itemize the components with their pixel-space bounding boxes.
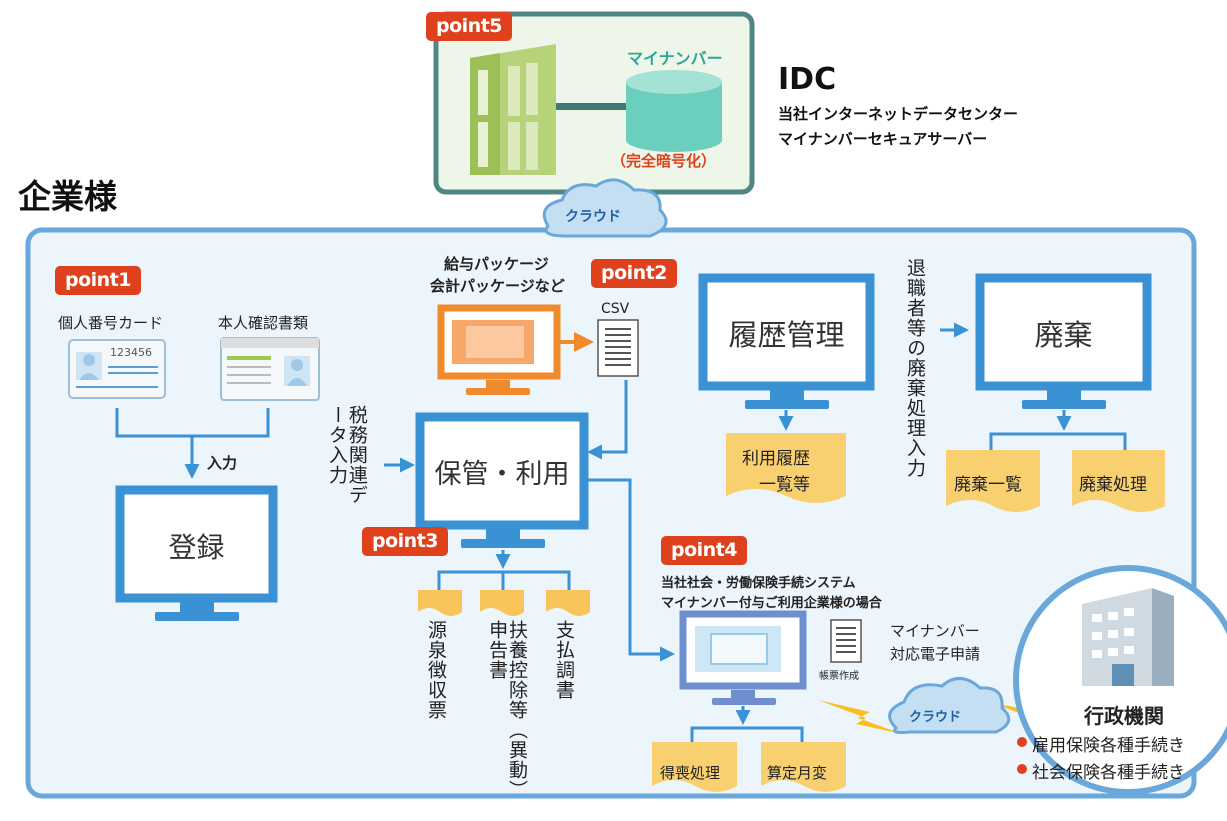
- bullet-social: [1017, 764, 1027, 774]
- report-doc-icon: [830, 619, 862, 663]
- dispose-label: 廃棄: [1034, 318, 1093, 352]
- id-card-number: 123456: [110, 346, 152, 359]
- efile-label-2: 対応電子申請: [890, 645, 981, 663]
- doc-dependent-label: 扶養控除等（異動）申告書: [486, 620, 528, 800]
- point4-badge: point4: [661, 536, 747, 565]
- loss-process-doc-icon: [652, 742, 737, 792]
- history-doc-icon: [726, 433, 846, 503]
- idc-subtitle-1: 当社インターネットデータセンター: [778, 105, 1019, 123]
- idc-db-label: マイナンバー: [627, 49, 723, 68]
- report-label: 帳票作成: [819, 671, 859, 682]
- cloud-top-label: クラウド: [565, 209, 621, 225]
- cloud-top-icon: [542, 178, 668, 238]
- history-monitor: [698, 273, 875, 409]
- register-label: 登録: [168, 531, 225, 564]
- bullet-employment: [1017, 737, 1027, 747]
- idc-title: IDC: [778, 62, 837, 97]
- government-title: 行政機関: [1084, 704, 1164, 728]
- register-monitor: [115, 485, 278, 621]
- package-label-2: 会計パッケージなど: [430, 277, 565, 295]
- dispose-list-label: 廃棄一覧: [954, 475, 1022, 495]
- dispose-monitor: [975, 273, 1152, 409]
- csv-doc-icon: [597, 319, 639, 377]
- tax-input-label: 税務関連データ入力: [325, 405, 368, 505]
- csv-label: CSV: [601, 301, 630, 317]
- point4-desc-1: 当社社会・労働保険手続システム: [661, 576, 856, 591]
- storage-monitor: [415, 412, 589, 548]
- point4-desc-2: マイナンバー付与ご利用企業様の場合: [661, 596, 882, 611]
- cloud-bottom-label: クラウド: [909, 710, 962, 725]
- gov-item-social: 社会保険各種手続き: [1032, 763, 1185, 783]
- calc-label: 算定月変: [767, 764, 828, 782]
- cloud-bottom-icon: [888, 677, 1011, 734]
- doc-payment-label: 支払調書: [552, 620, 575, 700]
- government-building-icon: [1082, 588, 1174, 686]
- dispose-process-doc-icon: [1072, 450, 1165, 512]
- loss-process-label: 得喪処理: [660, 764, 721, 782]
- history-doc-line2: 一覧等: [759, 475, 810, 495]
- id-card-label: 個人番号カード: [58, 314, 164, 332]
- input-label: 入力: [207, 454, 238, 472]
- doc-dependent-icon: [480, 590, 524, 616]
- lightning-left-icon: [818, 700, 902, 734]
- doc-withholding-label: 源泉徴収票: [424, 620, 447, 720]
- idc-subtitle-2: マイナンバーセキュアサーバー: [778, 130, 988, 148]
- retire-input-label: 退職者等の廃棄処理入力: [903, 258, 926, 478]
- package-monitor: [437, 304, 561, 395]
- calc-doc-icon: [761, 742, 846, 792]
- id-card-icon: [68, 339, 166, 399]
- package-label-1: 給与パッケージ: [444, 255, 549, 273]
- idc-encrypt-label: （完全暗号化）: [611, 152, 717, 170]
- server-icon: [470, 44, 556, 175]
- database-icon: [626, 70, 722, 152]
- history-label: 履歴管理: [728, 318, 845, 352]
- doc-payment-icon: [546, 590, 590, 616]
- dispose-process-label: 廃棄処理: [1079, 475, 1147, 495]
- gov-item-employment: 雇用保険各種手続き: [1032, 736, 1185, 756]
- point1-badge: point1: [55, 266, 141, 295]
- efile-label-1: マイナンバー: [890, 622, 980, 640]
- point5-badge: point5: [426, 12, 512, 41]
- point2-badge: point2: [591, 259, 677, 288]
- point4-monitor: [679, 610, 807, 705]
- storage-label: 保管・利用: [434, 459, 570, 490]
- dispose-list-doc-icon: [946, 450, 1040, 512]
- id-doc-label: 本人確認書類: [218, 314, 309, 332]
- company-title: 企業様: [18, 177, 117, 216]
- history-doc-line1: 利用履歴: [742, 449, 810, 469]
- point3-badge: point3: [362, 527, 448, 556]
- doc-withholding-icon: [418, 590, 462, 616]
- id-document-icon: [220, 337, 320, 401]
